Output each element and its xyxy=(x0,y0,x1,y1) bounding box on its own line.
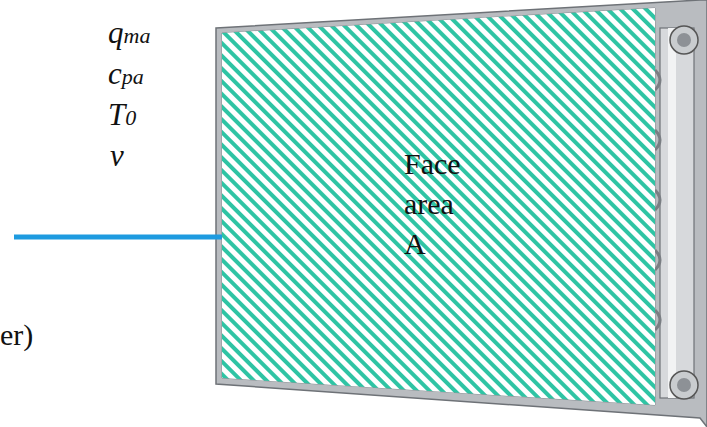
pipe-connection xyxy=(670,26,698,54)
pipe-connection-bore xyxy=(677,33,691,47)
symbol-label: qma xyxy=(108,17,150,48)
coil-frame xyxy=(216,0,707,427)
cut-text: er) xyxy=(0,320,33,350)
pipe-highlight xyxy=(668,28,676,398)
tube-bends xyxy=(655,70,660,330)
face-label: Face area A xyxy=(404,144,476,264)
frame-opening xyxy=(222,8,655,405)
symbol-label: T0 xyxy=(108,99,136,130)
coil-face: Face area A xyxy=(222,8,655,405)
pipe-connection-bore xyxy=(677,378,691,392)
pipe-connection xyxy=(670,371,698,399)
symbol-label: cpa xyxy=(108,58,144,89)
header-pipe xyxy=(660,28,694,398)
symbol-label: v xyxy=(110,140,124,171)
